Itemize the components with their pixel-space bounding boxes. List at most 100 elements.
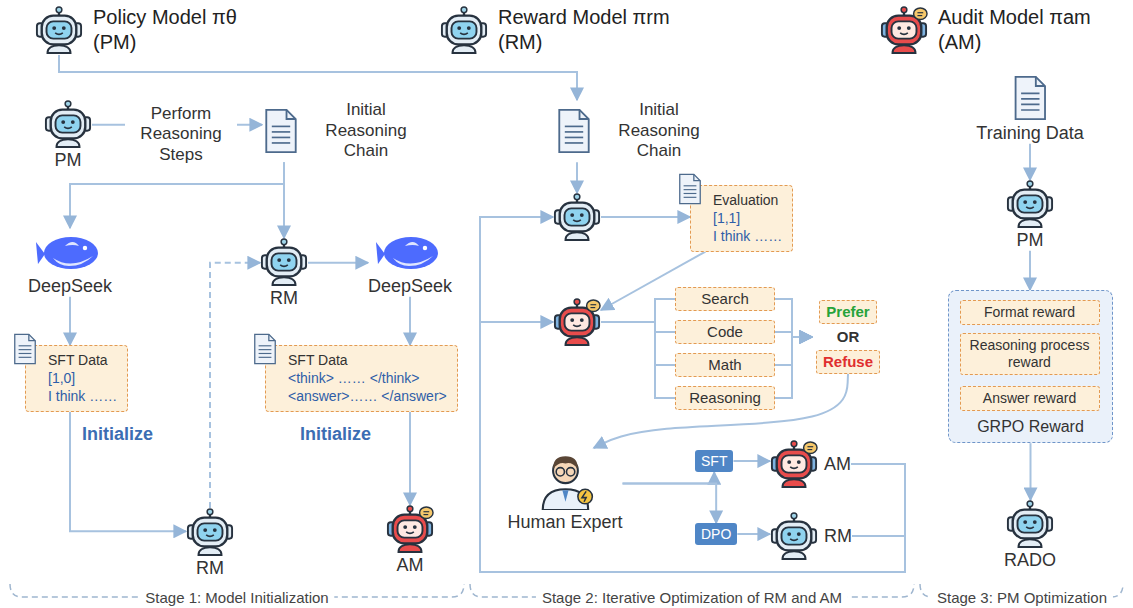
model-header: Reward Model πrm(RM)	[440, 5, 670, 55]
icon-node: RM	[260, 238, 308, 309]
human-icon	[534, 448, 596, 510]
node-text: RADO	[1004, 550, 1056, 571]
node-text: DeepSeek	[368, 276, 452, 297]
icon-node: RADO	[1004, 500, 1056, 571]
connector	[623, 484, 717, 523]
doc-icon	[262, 108, 300, 154]
connector	[480, 322, 905, 572]
node-text: Refuse	[816, 350, 880, 374]
node-text: SFT Data	[48, 351, 117, 369]
model-header: Policy Model πθ(PM)	[35, 5, 237, 55]
node-text: Training Data	[976, 123, 1083, 144]
node-text: Search	[680, 290, 770, 308]
connector	[283, 162, 285, 238]
node-text: I think ……	[48, 387, 117, 405]
node-text: PM	[55, 150, 82, 171]
reward-box: Format reward	[960, 300, 1100, 325]
reward-box: Answer reward	[960, 386, 1100, 411]
document-node: Initial Reasoning Chain	[262, 100, 422, 162]
doc-icon	[12, 333, 38, 365]
connector	[594, 374, 848, 448]
stage-label: Stage 3: PM Optimization	[931, 589, 1113, 606]
icon-node: RM	[770, 512, 852, 560]
robot-icon	[35, 6, 83, 54]
node-text: RM	[196, 558, 224, 579]
node-text: <answer>…… </answer>	[288, 387, 447, 405]
robotRed-icon	[553, 298, 601, 346]
connector	[775, 299, 812, 337]
data-box: SFT Data[1,0]I think ……	[25, 345, 128, 412]
connector	[601, 322, 675, 365]
connector	[1029, 251, 1031, 290]
connector	[1030, 443, 1032, 500]
icon-node: DeepSeek	[28, 228, 112, 297]
robotRed-icon	[880, 6, 928, 54]
connector	[601, 299, 675, 322]
node-text: GRPO Reward	[953, 417, 1108, 436]
connector	[308, 262, 368, 264]
icon-node	[553, 298, 601, 346]
connector	[70, 412, 186, 532]
node-text: [1,1]	[713, 209, 782, 227]
robot-icon	[1006, 180, 1054, 228]
robot-icon	[770, 512, 818, 560]
node-text: SFT	[701, 452, 727, 470]
icon-node: PM	[1006, 180, 1054, 251]
node-text: Audit Model πam	[938, 5, 1091, 30]
icon-node: DeepSeek	[368, 228, 452, 297]
connector	[737, 533, 770, 535]
node-text: Policy Model πθ	[93, 5, 237, 30]
judgement-box: PreferORRefuse	[812, 300, 884, 374]
node-text: Answer reward	[965, 390, 1095, 407]
node-text: <think> …… </think>	[288, 369, 447, 387]
stage-label: Stage 1: Model Initialization	[139, 589, 334, 606]
node-text: SFT Data	[288, 351, 447, 369]
doc-icon	[252, 333, 278, 365]
icon-node: AM	[770, 440, 851, 488]
connector	[623, 472, 715, 483]
document-node: Initial Reasoning Chain	[555, 100, 715, 162]
connector	[601, 216, 690, 218]
model-header: Audit Model πam(AM)	[880, 5, 1091, 55]
whale-icon	[35, 228, 105, 274]
robot-icon	[44, 100, 92, 148]
connector	[69, 297, 71, 345]
node-text: Prefer	[819, 300, 876, 324]
connector	[70, 162, 284, 228]
node-text: AM	[824, 454, 851, 475]
icon-node: RM	[186, 508, 234, 579]
node-text: RM	[270, 288, 298, 309]
doc-icon	[1011, 75, 1049, 121]
node-text: Evaluation	[713, 191, 782, 209]
connector	[1029, 144, 1031, 180]
icon-node: PM	[44, 100, 92, 171]
node-text: (AM)	[938, 30, 1091, 55]
data-box: Evaluation[1,1]I think ……	[690, 185, 793, 252]
reward-group: GRPO RewardFormat rewardReasoning proces…	[948, 290, 1113, 443]
tool-box: Search	[675, 287, 775, 311]
connector	[59, 55, 577, 100]
node-text: Human Expert	[507, 512, 622, 533]
connector	[733, 460, 770, 462]
node-text: DeepSeek	[28, 276, 112, 297]
robot-icon	[186, 508, 234, 556]
node-text: Math	[680, 356, 770, 374]
node-text: Format reward	[965, 304, 1095, 321]
tool-box: Code	[675, 320, 775, 344]
doc-icon	[555, 108, 593, 154]
node-text: Initial Reasoning Chain	[603, 100, 715, 162]
node-text: RM	[824, 526, 852, 547]
robot-icon	[1006, 500, 1054, 548]
edge-label: Perform Reasoning Steps	[125, 104, 237, 165]
node-text: PM	[1017, 230, 1044, 251]
connector	[409, 297, 411, 345]
whale-icon	[375, 228, 445, 274]
tool-box: Math	[675, 353, 775, 377]
training-box: DPO	[695, 523, 737, 545]
icon-node	[553, 193, 601, 241]
connector	[601, 322, 675, 332]
node-text: Code	[680, 323, 770, 341]
node-text: Reasoning	[680, 389, 770, 407]
connector	[601, 322, 675, 398]
